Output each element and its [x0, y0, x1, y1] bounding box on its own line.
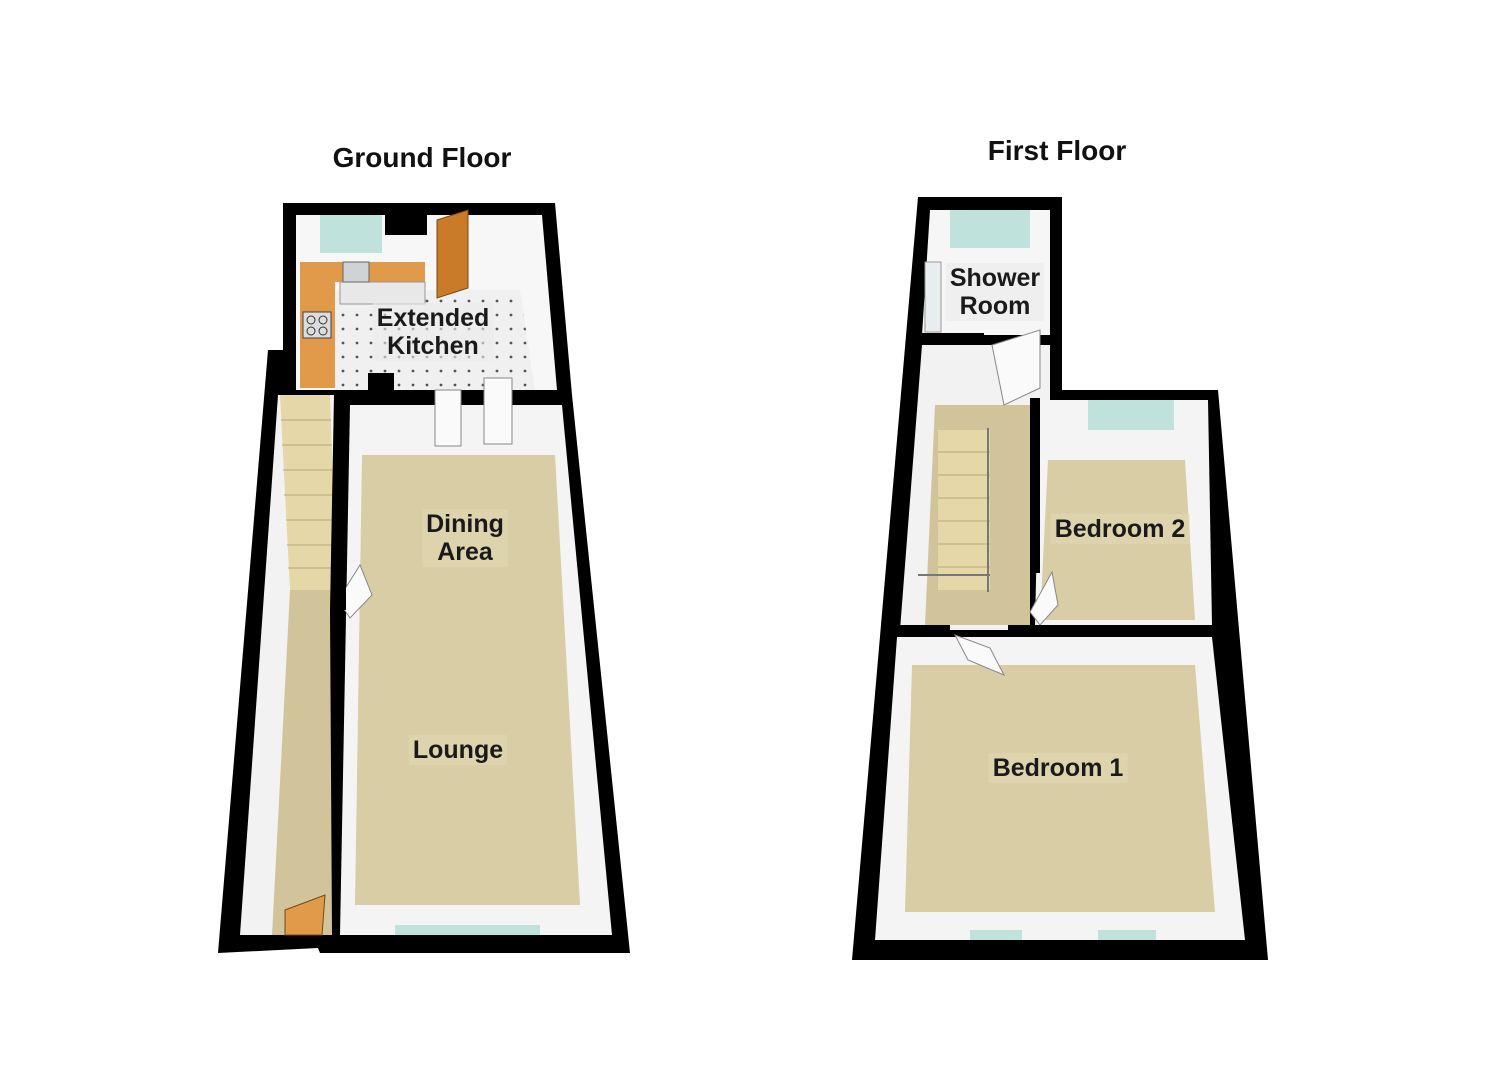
bedroom2-window [1088, 400, 1174, 430]
front-door [284, 894, 326, 936]
shower-tray [924, 261, 942, 333]
room-label-bedroom-2: Bedroom 2 [1050, 514, 1190, 544]
kitchen-hob [302, 311, 332, 339]
lounge-hall-door [337, 563, 373, 619]
bedroom1-floor [905, 665, 1215, 912]
kitchen-worktop [300, 262, 425, 388]
bedroom1-window-left [970, 930, 1022, 940]
hallway-carpet [272, 590, 336, 935]
room-label-shower-room: Shower Room [945, 263, 1045, 321]
kitchen-back-wall [320, 215, 382, 253]
bedroom2-door [1029, 570, 1059, 626]
lounge-dining-floor [355, 455, 580, 905]
shower-window [950, 210, 1030, 248]
room-label-bedroom-1: Bedroom 1 [988, 753, 1128, 783]
kitchen-chimney [368, 373, 394, 393]
bedroom1-top-wall-right [1008, 625, 1223, 635]
kitchen-back-door [436, 209, 469, 299]
kitchen-sink [342, 261, 370, 283]
first-floor-title: First Floor [987, 135, 1127, 166]
room-label-lounge: Lounge [408, 735, 508, 765]
hall-lounge-divider [330, 395, 346, 935]
shower-landing-wall [922, 333, 984, 343]
kitchen-cabinets [339, 281, 426, 305]
landing-bedroom2-wall [1030, 398, 1040, 573]
room-label-extended-kitchen: Extended Kitchen [372, 303, 494, 361]
ground-floor-title: Ground Floor [332, 142, 512, 173]
first-staircase [918, 428, 990, 592]
ground-staircase [280, 395, 336, 590]
lounge-window [395, 925, 540, 935]
bedroom1-door [953, 634, 1006, 676]
bedroom1-window-right [1098, 930, 1156, 940]
first-floor-plan [852, 197, 1268, 960]
french-door-left [434, 389, 462, 447]
bedroom1-top-wall [882, 625, 950, 635]
shower-door [991, 329, 1041, 406]
kitchen-wall-segment [385, 215, 427, 235]
french-door-right [483, 377, 513, 445]
room-label-dining-area: Dining Area [422, 509, 508, 567]
